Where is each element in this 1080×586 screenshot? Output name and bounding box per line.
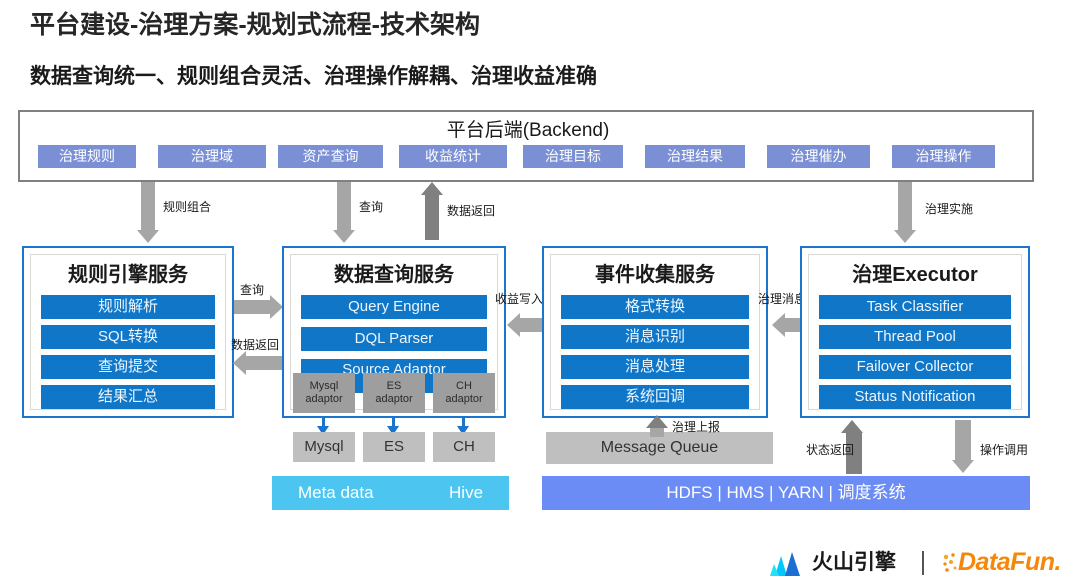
footer-divider: [922, 551, 924, 575]
service-row-status-notification[interactable]: Status Notification: [819, 385, 1011, 409]
service-row-rule-parse[interactable]: 规则解析: [41, 295, 215, 319]
flow-rule-combination-head: [137, 230, 159, 243]
flow-label-governance-execute: 治理实施: [925, 202, 974, 216]
adaptor-es-link-head: [387, 426, 399, 435]
datafun-dots-icon: [942, 552, 964, 574]
hive-label: Hive: [449, 483, 484, 502]
service-row-result-merge[interactable]: 结果汇总: [41, 385, 215, 409]
adaptor-mysql-link-head: [317, 426, 329, 435]
flow-label-operation-invoke: 操作调用: [980, 443, 1029, 457]
backend-module-governance-domain[interactable]: 治理域: [158, 145, 266, 168]
service-row-sql-convert[interactable]: SQL转换: [41, 325, 215, 349]
page-title: 平台建设-治理方案-规划式流程-技术架构: [30, 11, 480, 39]
flow-revenue-write-shaft: [520, 318, 546, 332]
flow-label-rule-combination: 规则组合: [163, 200, 212, 214]
service-title-data-query-service: 数据查询服务: [334, 264, 454, 286]
flow-status-return-shaft: [846, 432, 862, 474]
flow-status-return-head: [841, 420, 863, 433]
backend-title: 平台后端(Backend): [446, 120, 610, 141]
service-card-rule-engine-service[interactable]: 规则引擎服务 规则解析 SQL转换 查询提交 结果汇总: [22, 246, 234, 418]
flow-governance-execute-shaft: [898, 182, 912, 230]
service-row-format-convert[interactable]: 格式转换: [561, 295, 749, 319]
volcano-engine-label: 火山引擎: [812, 551, 896, 574]
adaptor-ch[interactable]: CH adaptor: [433, 373, 495, 413]
backend-module-revenue-stat[interactable]: 收益统计: [399, 145, 507, 168]
adaptor-es-kind: adaptor: [375, 393, 413, 405]
adaptor-mysql-link-shaft: [322, 418, 325, 428]
flow-governance-report-head: [646, 415, 668, 428]
flow-query-right-shaft: [234, 300, 270, 314]
backend-module-governance-result[interactable]: 治理结果: [645, 145, 745, 168]
flow-governance-execute-head: [894, 230, 916, 243]
backend-module-governance-op[interactable]: 治理操作: [892, 145, 995, 168]
service-card-body: 事件收集服务 格式转换 消息识别 消息处理 系统回调: [550, 254, 760, 410]
datafun-label: DataFun.: [958, 548, 1061, 576]
flow-rule-combination-shaft: [141, 182, 155, 230]
backend-module-governance-rule[interactable]: 治理规则: [38, 145, 136, 168]
flow-query-down-shaft: [337, 182, 351, 230]
service-row-query-engine[interactable]: Query Engine: [301, 295, 487, 319]
adaptor-mysql[interactable]: Mysql adaptor: [293, 373, 355, 413]
page-subtitle: 数据查询统一、规则组合灵活、治理操作解耦、治理收益准确: [30, 65, 597, 88]
flow-label-data-return-left: 数据返回: [231, 338, 280, 352]
flow-query-right-head: [270, 295, 283, 319]
platform-bar[interactable]: HDFS | HMS | YARN | 调度系统: [542, 476, 1030, 510]
service-row-message-detect[interactable]: 消息识别: [561, 325, 749, 349]
flow-revenue-write-head: [507, 313, 520, 337]
service-card-body: 治理Executor Task Classifier Thread Pool F…: [808, 254, 1022, 410]
service-title-governance-executor: 治理Executor: [852, 264, 978, 286]
service-row-query-submit[interactable]: 查询提交: [41, 355, 215, 379]
service-row-system-callback[interactable]: 系统回调: [561, 385, 749, 409]
backend-module-governance-urge[interactable]: 治理催办: [767, 145, 870, 168]
backend-module-governance-goal[interactable]: 治理目标: [523, 145, 623, 168]
adaptor-ch-link-head: [457, 426, 469, 435]
flow-label-status-return: 状态返回: [806, 443, 855, 457]
backend-module-asset-query[interactable]: 资产查询: [278, 145, 383, 168]
adaptor-ch-name: CH: [456, 380, 472, 392]
flow-label-revenue-write: 收益写入: [495, 292, 544, 306]
adaptor-mysql-name: Mysql: [309, 380, 339, 392]
flow-operation-invoke-head: [952, 460, 974, 473]
flow-data-return-left-shaft: [246, 356, 282, 370]
meta-data-bar[interactable]: Meta data Hive: [272, 476, 509, 510]
service-card-governance-executor[interactable]: 治理Executor Task Classifier Thread Pool F…: [800, 246, 1030, 418]
adaptor-es[interactable]: ES adaptor: [363, 373, 425, 413]
adaptor-es-link-shaft: [392, 418, 395, 428]
datastore-chip-ch[interactable]: CH: [433, 432, 495, 462]
meta-data-label: Meta data: [297, 483, 374, 502]
service-title-rule-engine-service: 规则引擎服务: [68, 264, 188, 286]
service-row-message-process[interactable]: 消息处理: [561, 355, 749, 379]
service-row-thread-pool[interactable]: Thread Pool: [819, 325, 1011, 349]
adaptor-es-name: ES: [386, 380, 402, 392]
datastore-chip-mysql[interactable]: Mysql: [293, 432, 355, 462]
flow-label-governance-message: 治理消息: [758, 292, 807, 306]
flow-data-return-up-head: [421, 182, 443, 195]
flow-governance-report-shaft: [650, 425, 664, 437]
flow-data-return-up-shaft: [425, 195, 439, 240]
footer: 火山引擎 DataFun.: [0, 540, 1080, 586]
message-queue-bar[interactable]: Message Queue: [546, 432, 773, 464]
flow-label-query-down: 查询: [359, 200, 384, 214]
flow-operation-invoke-shaft: [955, 420, 971, 460]
service-row-task-classifier[interactable]: Task Classifier: [819, 295, 1011, 319]
service-card-body: 规则引擎服务 规则解析 SQL转换 查询提交 结果汇总: [30, 254, 226, 410]
flow-governance-message-head: [772, 313, 785, 337]
service-card-event-collect-service[interactable]: 事件收集服务 格式转换 消息识别 消息处理 系统回调: [542, 246, 768, 418]
adaptor-mysql-kind: adaptor: [305, 393, 343, 405]
flow-label-governance-report: 治理上报: [672, 420, 721, 434]
datastore-chip-es[interactable]: ES: [363, 432, 425, 462]
volcano-mountain-icon: [768, 550, 804, 576]
flow-query-down-head: [333, 230, 355, 243]
adaptor-ch-link-shaft: [462, 418, 465, 428]
adaptor-ch-kind: adaptor: [445, 393, 483, 405]
flow-label-query-right: 查询: [240, 283, 265, 297]
service-row-failover-collector[interactable]: Failover Collector: [819, 355, 1011, 379]
flow-label-data-return-up: 数据返回: [447, 204, 496, 218]
service-title-event-collect-service: 事件收集服务: [595, 264, 715, 286]
service-row-dql-parser[interactable]: DQL Parser: [301, 327, 487, 351]
flow-data-return-left-head: [233, 351, 246, 375]
